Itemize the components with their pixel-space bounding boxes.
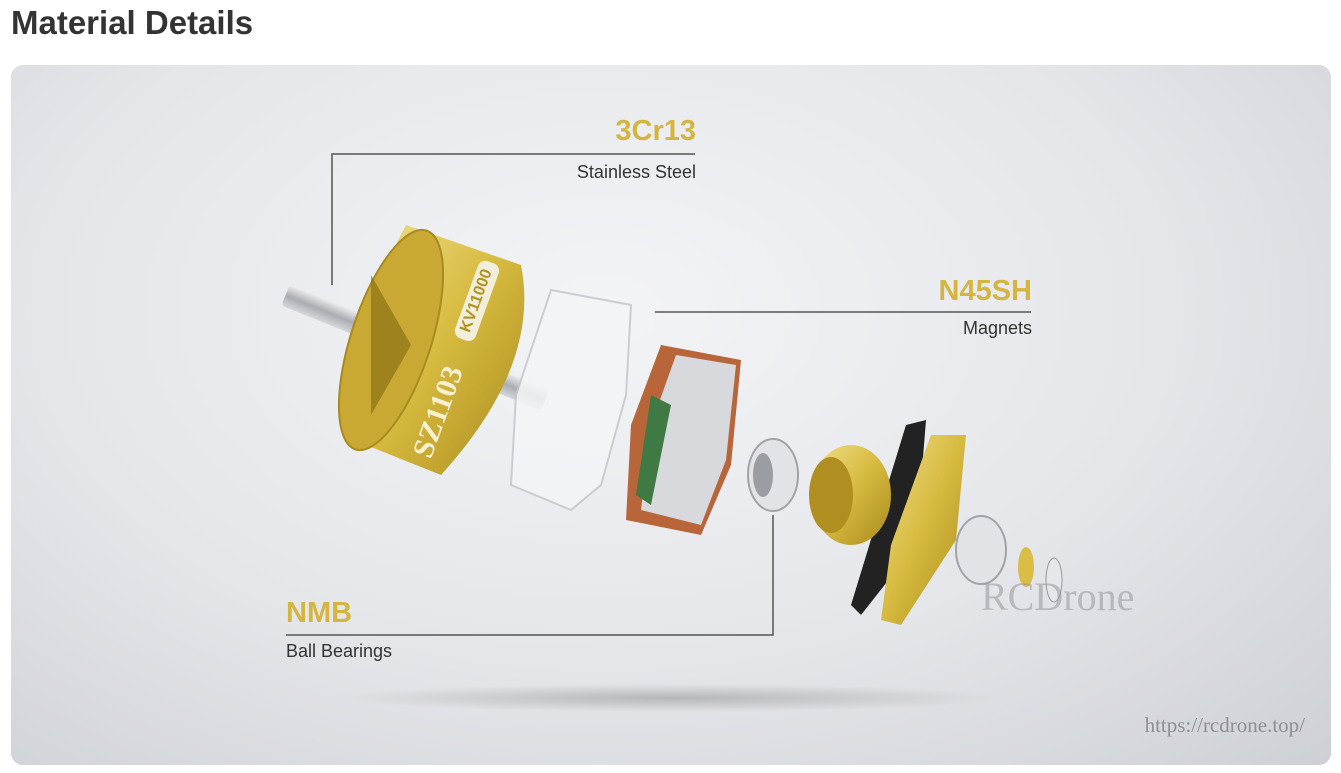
watermark-brand: RCDrone — [981, 574, 1135, 619]
clip — [1045, 557, 1063, 603]
callout-description-steel: Stainless Steel — [576, 162, 696, 182]
callout-description-bearings: Ball Bearings — [286, 641, 393, 661]
ball-bearing — [747, 438, 799, 512]
leader-line-bearings — [286, 515, 774, 636]
page-title: Material Details — [11, 4, 254, 41]
motor-base — [809, 420, 966, 625]
material-details-image: SZ1103 KV11000 3Cr13 Stainless Steel N45… — [11, 65, 1331, 765]
ball-bearing-rear — [955, 515, 1007, 585]
exploded-motor-illustration — [282, 153, 1063, 712]
floor-shadow — [341, 684, 1001, 712]
callout-description-magnets: Magnets — [962, 318, 1032, 338]
callout-material-bearings: NMB — [286, 597, 353, 629]
callout-material-steel: 3Cr13 — [615, 115, 696, 147]
callout-material-magnets: N45SH — [938, 275, 1033, 307]
washer — [1018, 547, 1034, 587]
stator — [626, 345, 741, 535]
leader-line-steel — [331, 153, 695, 285]
watermark-url: https://rcdrone.top/ — [1144, 713, 1305, 737]
magnets — [509, 288, 633, 512]
